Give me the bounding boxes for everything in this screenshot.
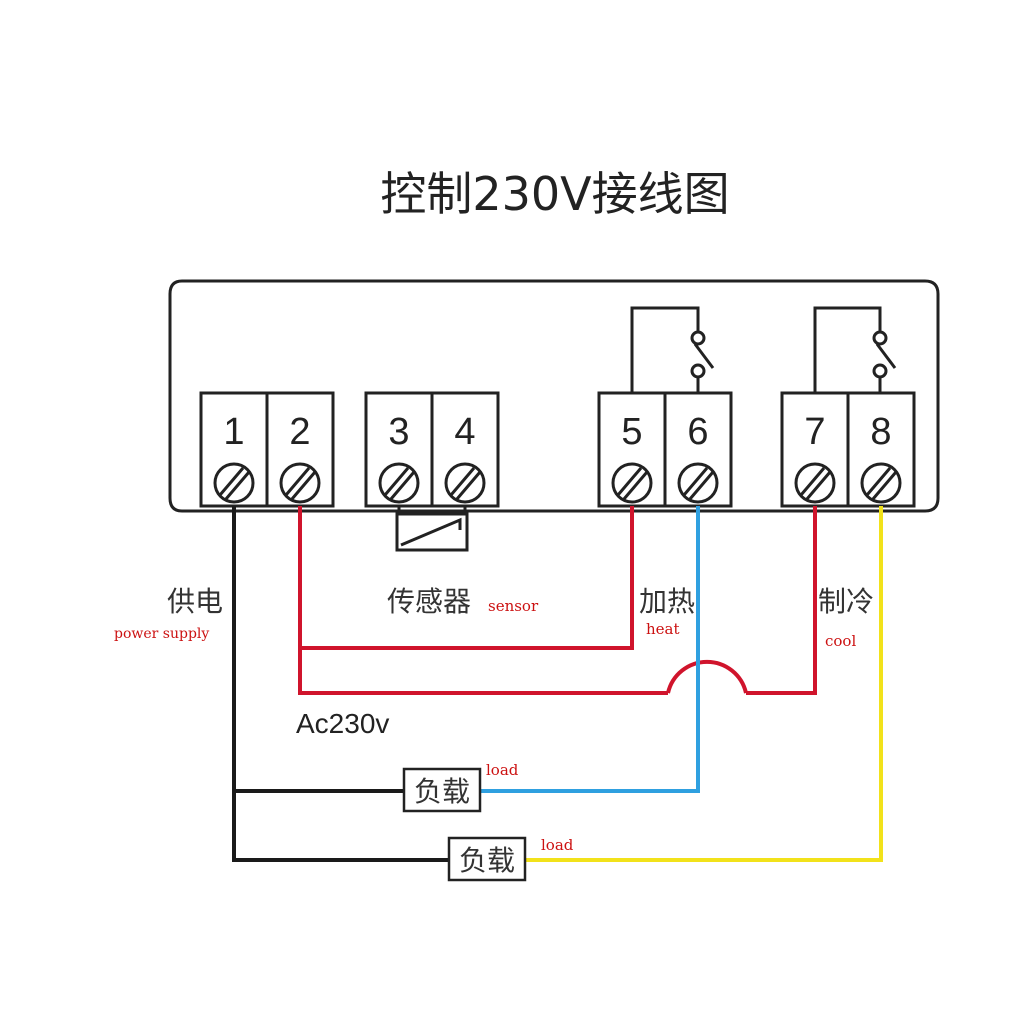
neutral-wire	[232, 506, 449, 862]
diagram-title: 控制230V接线图	[380, 167, 729, 221]
live-wire	[298, 506, 817, 695]
load-box-cool: 负载	[447, 836, 527, 882]
screw-icon	[378, 462, 420, 504]
terminal-2: 2	[265, 391, 335, 508]
heat-relay-contact	[630, 306, 715, 393]
terminal-number: 7	[804, 411, 825, 453]
terminal-6: 6	[663, 391, 733, 508]
cool-annotation: cool	[825, 632, 856, 650]
screw-icon	[213, 462, 255, 504]
sensor-annotation: sensor	[488, 597, 539, 615]
controller-housing	[168, 279, 940, 513]
load-label-cn: 负载	[459, 844, 515, 877]
terminal-3: 3	[364, 391, 434, 508]
heat-load-wire	[480, 506, 700, 793]
screw-icon	[279, 462, 321, 504]
screw-icon	[794, 462, 836, 504]
heat-label: 加热	[639, 585, 695, 618]
sensor-label: 传感器	[387, 585, 471, 618]
screw-icon	[611, 462, 653, 504]
load-annotation-heat: load	[486, 761, 519, 779]
ac-voltage-label: Ac230v	[296, 708, 389, 739]
terminal-1: 1	[199, 391, 269, 508]
heat-annotation: heat	[646, 620, 680, 638]
cool-label: 制冷	[818, 585, 874, 618]
screw-icon	[860, 462, 902, 504]
load-annotation-cool: load	[541, 836, 574, 854]
sensor-thermistor-icon	[395, 505, 469, 552]
terminal-4: 4	[430, 391, 500, 508]
load-label-cn: 负载	[414, 775, 470, 808]
terminal-number: 8	[870, 411, 891, 453]
load-box-heat: 负载	[402, 767, 482, 813]
terminal-number: 6	[687, 411, 708, 453]
terminal-5: 5	[597, 391, 667, 508]
cool-load-wire	[525, 506, 883, 862]
terminal-number: 2	[289, 411, 310, 453]
terminal-number: 4	[454, 411, 475, 453]
terminal-number: 5	[621, 411, 642, 453]
terminal-number: 3	[388, 411, 409, 453]
terminal-number: 1	[223, 411, 244, 453]
power-supply-label: 供电	[167, 585, 223, 618]
screw-icon	[444, 462, 486, 504]
terminal-8: 8	[846, 391, 916, 508]
terminal-7: 7	[780, 391, 850, 508]
cool-relay-contact	[813, 306, 897, 393]
power-supply-annotation: power supply	[114, 626, 209, 642]
screw-icon	[677, 462, 719, 504]
